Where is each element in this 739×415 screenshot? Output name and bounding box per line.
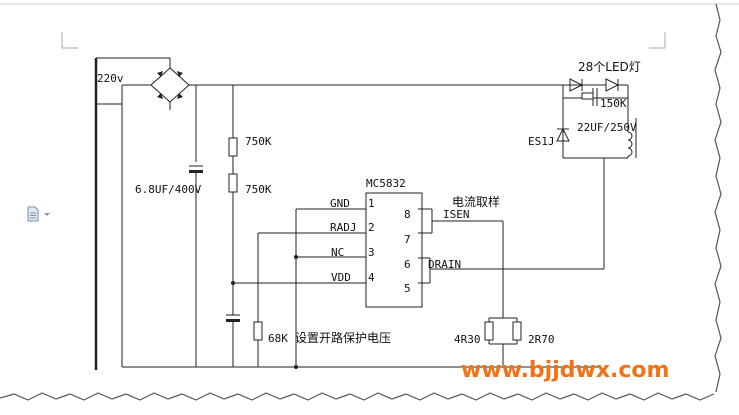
pin-3: 3 [368, 246, 375, 259]
sense-resistor-1-label: 4R30 [454, 333, 481, 346]
torn-page-border [0, 3, 739, 401]
diode-label: ES1J [528, 135, 555, 148]
pin-nc-label: NC [331, 246, 344, 259]
pin-5: 5 [404, 282, 411, 295]
input-capacitor-label: 6.8UF/400V [135, 183, 202, 196]
pin-7: 7 [404, 233, 411, 246]
pin-drain-label: DRAIN [428, 258, 461, 271]
pin-gnd-label: GND [330, 197, 350, 210]
led-output-section [556, 78, 637, 159]
pin-radj-label: RADJ [330, 221, 357, 234]
mains-wiring [96, 57, 171, 105]
ic-name: MC5832 [366, 177, 406, 190]
bridge-rectifier [150, 67, 600, 110]
ic-left-wiring [231, 208, 366, 369]
pin-vdd-label: VDD [331, 271, 351, 284]
current-sense-label: 电流取样 [452, 194, 500, 209]
resistor-r2-label: 750K [245, 183, 272, 196]
output-capacitor-label: 22UF/250V [577, 121, 637, 134]
document-icon [27, 206, 50, 222]
document-dropdown[interactable] [26, 206, 56, 222]
pin-1: 1 [368, 197, 375, 210]
pin-6: 6 [404, 258, 411, 271]
input-capacitor [189, 85, 203, 367]
ic-right-wiring [418, 158, 605, 318]
pin-8: 8 [404, 208, 411, 221]
chevron-down-icon [44, 213, 50, 216]
pin-4: 4 [368, 271, 375, 284]
led-string-label: 28个LED灯 [578, 60, 641, 74]
resistor-adj-label: 68K [268, 332, 288, 345]
pin-isen-label: ISEN [443, 208, 470, 221]
sense-resistor-2-label: 2R70 [528, 333, 555, 346]
pin-2: 2 [368, 221, 375, 234]
sense-resistors [484, 317, 522, 367]
resistor-adj-description: 设置开路保护电压 [295, 330, 391, 345]
divider-resistors [226, 85, 240, 367]
watermark: www.bjjdwx.com [461, 358, 669, 383]
resistor-r1-label: 750K [245, 135, 272, 148]
ic-mc5832 [365, 192, 423, 308]
mains-label: 220v [97, 72, 124, 85]
led-resistor-label: 150K [600, 97, 627, 110]
